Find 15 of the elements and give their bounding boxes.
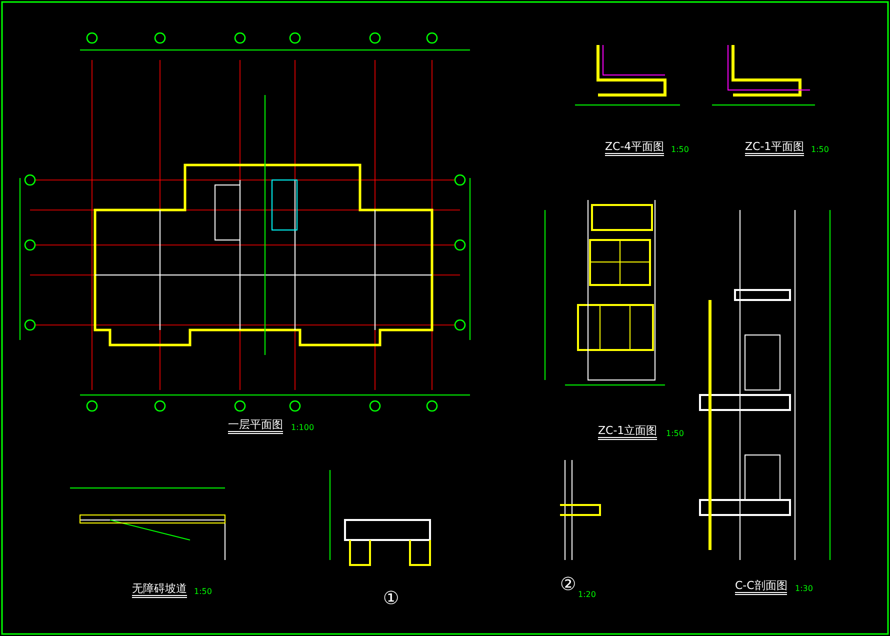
detail-number: ① xyxy=(383,592,400,605)
scale-note: 1:20 xyxy=(578,589,596,601)
view-title: ZC-1平面图 xyxy=(745,140,804,156)
view-title: ZC-1立面图 xyxy=(598,424,658,440)
scale-note: 1:50 xyxy=(671,144,689,156)
scale-note: 1:100 xyxy=(291,422,314,434)
view-title: 无障碍坡道 xyxy=(132,582,187,598)
view-title: C-C剖面图 xyxy=(735,579,788,595)
view-title: ZC-4平面图 xyxy=(605,140,664,156)
scale-note: 1:50 xyxy=(194,586,212,598)
detail-number: ② xyxy=(560,578,576,591)
scale-note: 1:50 xyxy=(666,428,684,440)
scale-note: 1:30 xyxy=(795,583,813,595)
scale-note: 1:50 xyxy=(811,144,829,156)
view-title: 一层平面图 xyxy=(228,418,283,434)
